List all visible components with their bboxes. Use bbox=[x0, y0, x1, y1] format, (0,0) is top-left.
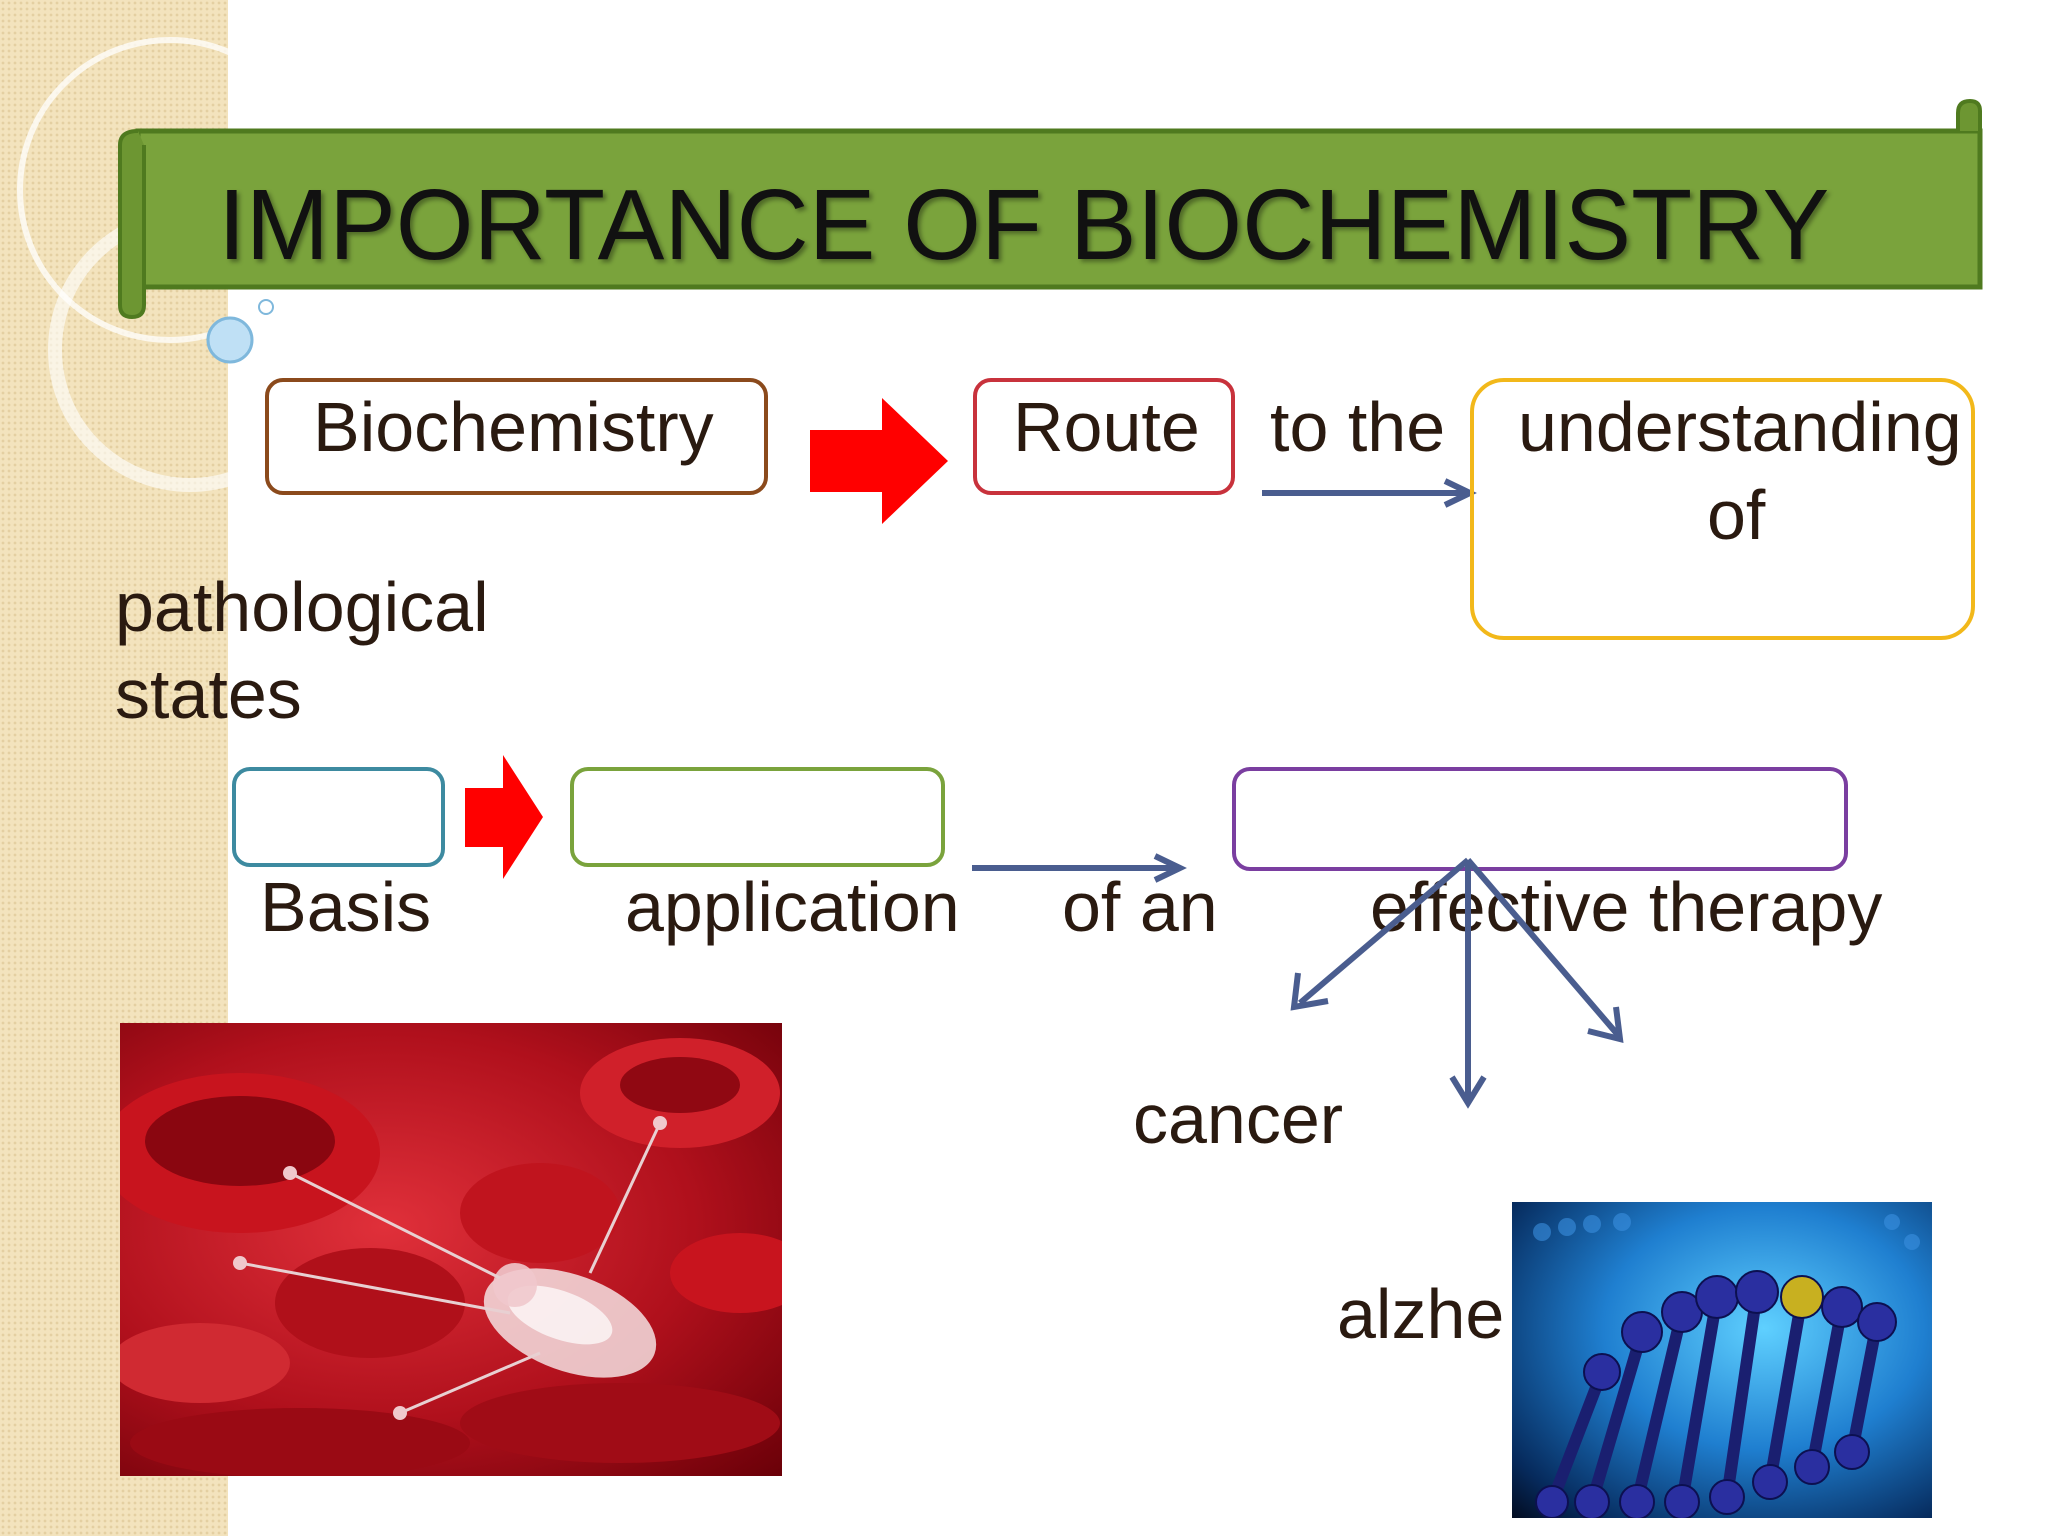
title-banner bbox=[118, 98, 1983, 320]
understanding-box bbox=[1470, 378, 1975, 640]
dna-helix-image bbox=[1512, 1202, 1932, 1518]
red-arrow-2 bbox=[465, 755, 543, 879]
basis-box bbox=[232, 767, 445, 867]
application-box bbox=[570, 767, 945, 867]
understanding-label: understanding bbox=[1518, 388, 1962, 466]
alzhe-label: alzhe bbox=[1337, 1275, 1505, 1353]
bubble-large bbox=[206, 316, 254, 364]
of-label: of bbox=[1707, 476, 1766, 554]
therapy-box bbox=[1232, 767, 1848, 871]
red-arrow-1 bbox=[810, 398, 948, 524]
basis-label: Basis bbox=[260, 868, 432, 946]
bubble-small bbox=[258, 299, 274, 315]
branch-arrows bbox=[1290, 857, 1624, 1109]
nanorobot-blood-image bbox=[120, 1023, 782, 1476]
cancer-label: cancer bbox=[1133, 1080, 1344, 1158]
of-an-label: of an bbox=[1062, 868, 1218, 946]
biochemistry-box bbox=[265, 378, 768, 495]
to-the-label: to the bbox=[1270, 388, 1446, 466]
route-label: Route bbox=[1013, 388, 1200, 466]
blue-arrow-route bbox=[1262, 478, 1477, 508]
application-label: application bbox=[625, 868, 960, 946]
pathological-label: pathological bbox=[115, 568, 489, 646]
page-title: IMPORTANCE OF BIOCHEMISTRY bbox=[218, 169, 1830, 281]
blue-arrow-application bbox=[972, 853, 1187, 883]
route-box bbox=[973, 378, 1235, 495]
effective-therapy-label: effective therapy bbox=[1370, 868, 1883, 946]
biochemistry-label: Biochemistry bbox=[313, 388, 714, 466]
states-label: states bbox=[115, 655, 302, 733]
